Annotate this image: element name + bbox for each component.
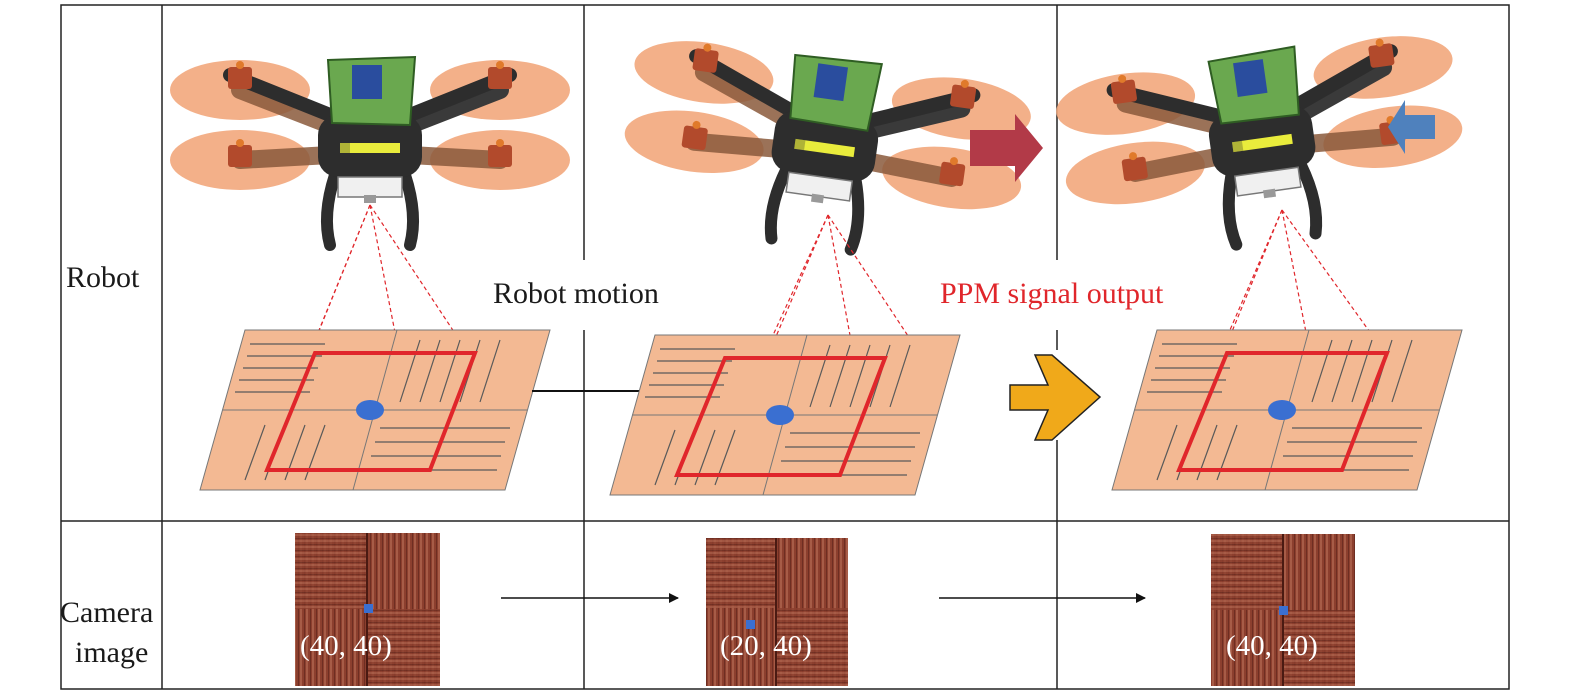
right-arrow-icon [970, 114, 1043, 182]
marker-point-3 [1279, 606, 1288, 615]
drone-tilted-left [1052, 25, 1474, 267]
camera-coord-2: (20, 40) [720, 630, 812, 662]
marker-point-2 [746, 620, 755, 629]
camera-row-label-line1: Camera [60, 596, 154, 629]
left-arrow-icon [1388, 100, 1435, 154]
marker-point-1 [364, 604, 373, 613]
robot-row-label: Robot [66, 261, 140, 294]
camera-image-1 [295, 533, 440, 686]
floor-view-2 [608, 333, 962, 497]
drone-level [170, 57, 570, 245]
big-yellow-arrow-icon [1009, 354, 1102, 441]
ppm-signal-label: PPM signal output [940, 277, 1164, 310]
table-grid [60, 4, 1510, 690]
camera-image-2 [706, 538, 848, 686]
camera-image-3 [1211, 534, 1355, 686]
camera-coord-1: (40, 40) [300, 630, 392, 662]
camera-coord-3: (40, 40) [1226, 630, 1318, 662]
floor-view-1 [198, 328, 552, 492]
floor-view-3 [1110, 328, 1464, 492]
camera-row-label-line2: image [75, 636, 149, 669]
robot-motion-label: Robot motion [493, 277, 659, 310]
